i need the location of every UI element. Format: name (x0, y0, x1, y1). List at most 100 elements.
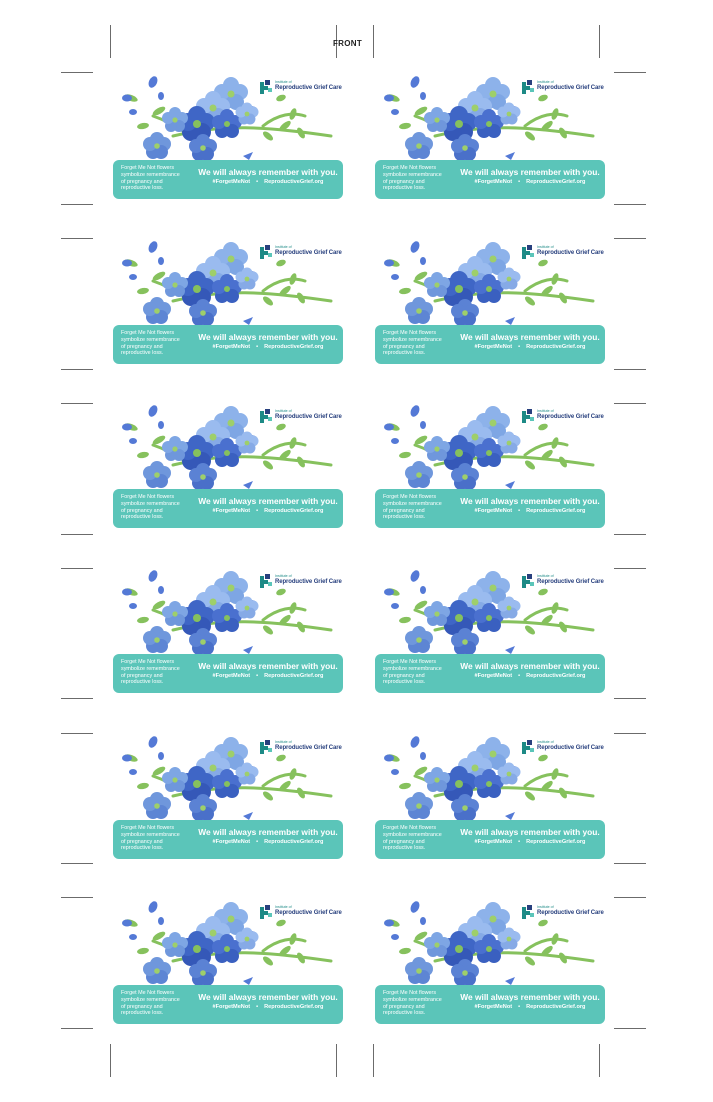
hashtag: #ForgetMeNot (212, 508, 251, 514)
institute-logo: Institute of Reproductive Grief Care (520, 80, 605, 94)
forget-me-not-flowers-illustration (384, 736, 595, 821)
tag-line: #ForgetMeNot•ReproductiveGrief.org (193, 1004, 343, 1010)
crop-mark (61, 204, 93, 205)
website-link: ReproductiveGrief.org (264, 508, 324, 514)
headline: We will always remember with you. (198, 661, 338, 671)
crop-mark (614, 238, 646, 239)
forget-me-not-flowers-illustration (384, 241, 595, 326)
logo-name: Reproductive Grief Care (537, 250, 604, 256)
headline: We will always remember with you. (460, 661, 600, 671)
tag-line: #ForgetMeNot•ReproductiveGrief.org (455, 673, 605, 679)
headline: We will always remember with you. (198, 827, 338, 837)
crop-mark (373, 25, 374, 58)
flower-description: Forget Me Not flowers symbolize remembra… (383, 330, 442, 357)
crop-mark (61, 733, 93, 734)
separator-dot: • (518, 179, 521, 185)
website-link: ReproductiveGrief.org (526, 344, 586, 350)
institute-logo: Institute of Reproductive Grief Care (258, 740, 343, 754)
institute-logo: Institute of Reproductive Grief Care (520, 905, 605, 919)
institute-logo-icon (522, 245, 534, 259)
logo-name: Reproductive Grief Care (275, 910, 342, 916)
logo-name: Reproductive Grief Care (275, 579, 342, 585)
hashtag: #ForgetMeNot (212, 344, 251, 350)
logo-subtitle: Institute of (537, 80, 554, 84)
hashtag: #ForgetMeNot (212, 673, 251, 679)
hashtag: #ForgetMeNot (474, 344, 513, 350)
flower-description: Forget Me Not flowers symbolize remembra… (383, 825, 442, 852)
flower-description: Forget Me Not flowers symbolize remembra… (121, 165, 180, 192)
headline: We will always remember with you. (198, 332, 338, 342)
hashtag: #ForgetMeNot (212, 179, 251, 185)
website-link: ReproductiveGrief.org (526, 1004, 586, 1010)
logo-name: Reproductive Grief Care (537, 85, 604, 91)
website-link: ReproductiveGrief.org (526, 179, 586, 185)
crop-mark (614, 534, 646, 535)
separator-dot: • (256, 179, 259, 185)
institute-logo: Institute of Reproductive Grief Care (258, 574, 343, 588)
website-link: ReproductiveGrief.org (526, 673, 586, 679)
hashtag: #ForgetMeNot (212, 839, 251, 845)
crop-mark (61, 238, 93, 239)
business-card-front: Institute of Reproductive Grief Care For… (113, 570, 343, 693)
tag-line: #ForgetMeNot•ReproductiveGrief.org (193, 839, 343, 845)
message-bar: Forget Me Not flowers symbolize remembra… (113, 489, 343, 528)
crop-mark (110, 1044, 111, 1077)
forget-me-not-flowers-illustration (122, 736, 333, 821)
crop-mark (61, 1028, 93, 1029)
tag-line: #ForgetMeNot•ReproductiveGrief.org (455, 179, 605, 185)
separator-dot: • (518, 344, 521, 350)
business-card-front: Institute of Reproductive Grief Care For… (113, 76, 343, 199)
message-bar: Forget Me Not flowers symbolize remembra… (375, 160, 605, 199)
crop-mark (61, 897, 93, 898)
crop-mark (336, 25, 337, 58)
institute-logo: Institute of Reproductive Grief Care (520, 740, 605, 754)
flower-description: Forget Me Not flowers symbolize remembra… (121, 825, 180, 852)
business-card-front: Institute of Reproductive Grief Care For… (375, 76, 605, 199)
flower-description: Forget Me Not flowers symbolize remembra… (121, 330, 180, 357)
separator-dot: • (518, 1004, 521, 1010)
institute-logo: Institute of Reproductive Grief Care (520, 409, 605, 423)
crop-mark (61, 698, 93, 699)
website-link: ReproductiveGrief.org (526, 508, 586, 514)
institute-logo: Institute of Reproductive Grief Care (258, 905, 343, 919)
separator-dot: • (256, 508, 259, 514)
headline: We will always remember with you. (198, 167, 338, 177)
logo-subtitle: Institute of (537, 740, 554, 744)
crop-mark (614, 698, 646, 699)
forget-me-not-flowers-illustration (384, 570, 595, 655)
tag-line: #ForgetMeNot • ReproductiveGrief.org (455, 1004, 605, 1010)
flower-description: Forget Me Not flowers symbolize remembra… (383, 494, 442, 521)
separator-dot: • (256, 344, 259, 350)
headline: We will always remember with you. (460, 827, 600, 837)
institute-logo: Institute of Reproductive Grief Care (258, 409, 343, 423)
forget-me-not-flowers-illustration (122, 570, 333, 655)
crop-mark (61, 72, 93, 73)
message-bar: Forget Me Not flowers symbolize remembra… (113, 820, 343, 859)
website-link: ReproductiveGrief.org (264, 673, 324, 679)
institute-logo-icon (260, 905, 272, 919)
flower-description: Forget Me Not flowers symbolize remembra… (121, 990, 180, 1017)
hashtag: #ForgetMeNot (474, 1004, 513, 1010)
message-bar: Forget Me Not flowers symbolize remembra… (113, 325, 343, 364)
headline: We will always remember with you. (460, 167, 600, 177)
flower-description: Forget Me Not flowers symbolize remembra… (383, 165, 442, 192)
logo-name: Reproductive Grief Care (275, 250, 342, 256)
separator-dot: • (256, 839, 259, 845)
crop-mark (61, 369, 93, 370)
institute-logo-icon (522, 740, 534, 754)
logo-name: Reproductive Grief Care (537, 910, 604, 916)
flower-description: Forget Me Not flowers symbolize remembra… (383, 990, 442, 1017)
institute-logo-icon (522, 80, 534, 94)
headline: We will always remember with you. (198, 992, 338, 1002)
website-link: ReproductiveGrief.org (264, 179, 324, 185)
institute-logo-icon (522, 409, 534, 423)
tag-line: #ForgetMeNot•ReproductiveGrief.org (455, 508, 605, 514)
business-card-front: Institute of Reproductive Grief Care For… (113, 241, 343, 364)
hashtag: #ForgetMeNot (474, 508, 513, 514)
separator-dot: • (518, 839, 521, 845)
forget-me-not-flowers-illustration (122, 241, 333, 326)
institute-logo-icon (260, 245, 272, 259)
institute-logo: Institute of Reproductive Grief Care (258, 245, 343, 259)
message-bar: Forget Me Not flowers symbolize remembra… (113, 160, 343, 199)
hashtag: #ForgetMeNot (474, 839, 513, 845)
